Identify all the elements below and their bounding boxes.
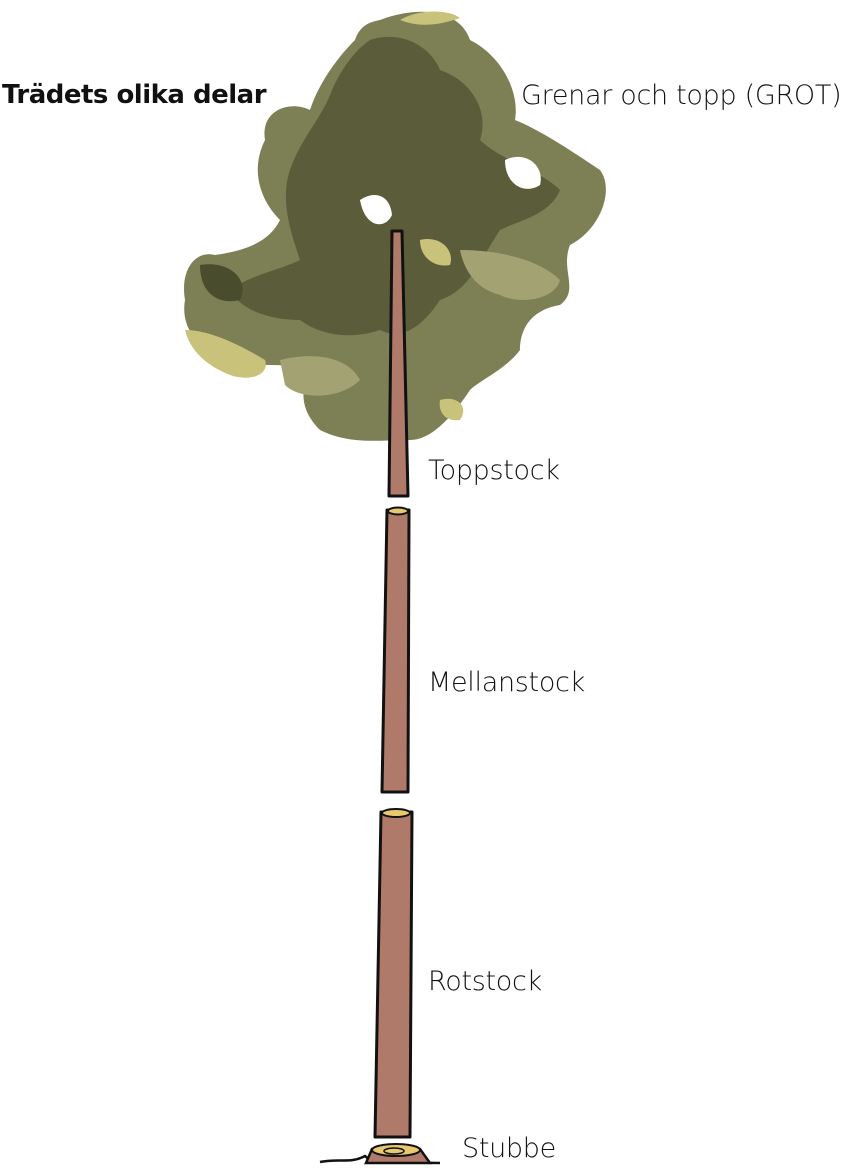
label-butt-log: Rotstock [428,966,542,997]
middle-log [380,506,411,794]
label-top-log: Toppstock [428,455,560,486]
diagram-title: Trädets olika delar [2,80,267,110]
label-middle-log: Mellanstock [428,667,585,698]
stump [319,1143,441,1165]
top-log [387,229,410,498]
label-stump: Stubbe [462,1133,556,1164]
label-crown: Grenar och topp (GROT) [521,80,842,111]
butt-log [373,808,414,1139]
tree-crown [184,11,606,441]
